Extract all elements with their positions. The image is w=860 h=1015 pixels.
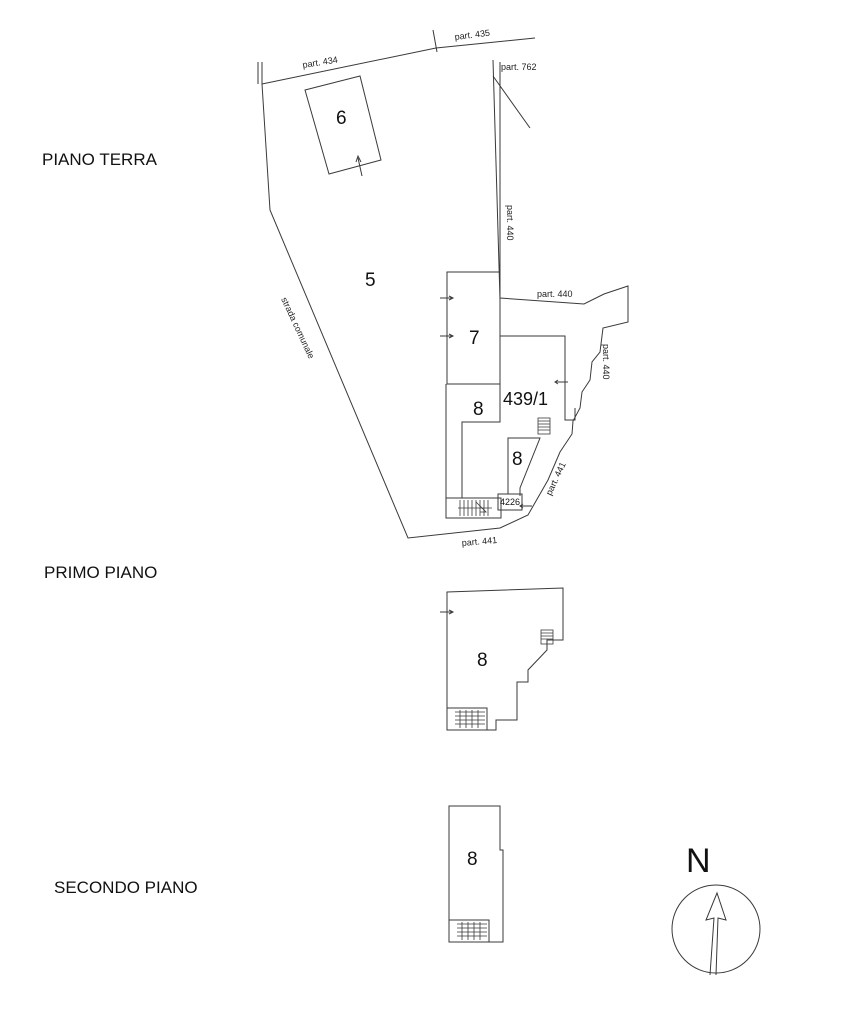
parcel-440-east-label: part. 440 [505,205,515,241]
unit-5-label: 5 [365,270,376,291]
parcel-434-label: part. 434 [302,55,339,70]
building-8-ground [445,383,502,519]
lot-5-outline [261,62,629,539]
unit-8-ground-inner-label: 8 [512,449,523,470]
floor-title-first: PRIMO PIANO [44,563,157,582]
building-8-ground-inner [497,437,541,511]
unit-439-1-label: 439/1 [503,389,548,409]
parcel-441-bottom-label: part. 441 [461,535,497,548]
north-label: N [686,842,711,880]
parcel-440-right-label: part. 440 [601,344,611,380]
floor-title-second: SECONDO PIANO [54,878,198,897]
first-floor-plan [440,587,564,731]
first-floor-outline [446,587,564,731]
unit-4226-label: 4226 [500,497,520,507]
parcel-440-mid-label: part. 440 [537,289,573,299]
road-label: strada comunale [279,296,316,361]
parcel-762-label: part. 762 [501,62,537,72]
unit-8-second-label: 8 [467,849,478,870]
unit-7-label: 7 [469,328,480,349]
second-floor-outline [448,805,504,943]
parcel-435-label: part. 435 [454,28,490,42]
parcel-441-diag-label: part. 441 [544,460,568,496]
floor-title-ground: PIANO TERRA [42,150,158,169]
unit-8-first-label: 8 [477,650,488,671]
second-floor-plan [448,805,504,943]
area-439-1 [500,335,576,435]
unit-6-label: 6 [336,108,347,129]
north-arrow [671,884,761,976]
building-6 [304,75,382,177]
unit-8-ground-label: 8 [473,399,484,420]
ground-floor-plan [257,29,629,539]
